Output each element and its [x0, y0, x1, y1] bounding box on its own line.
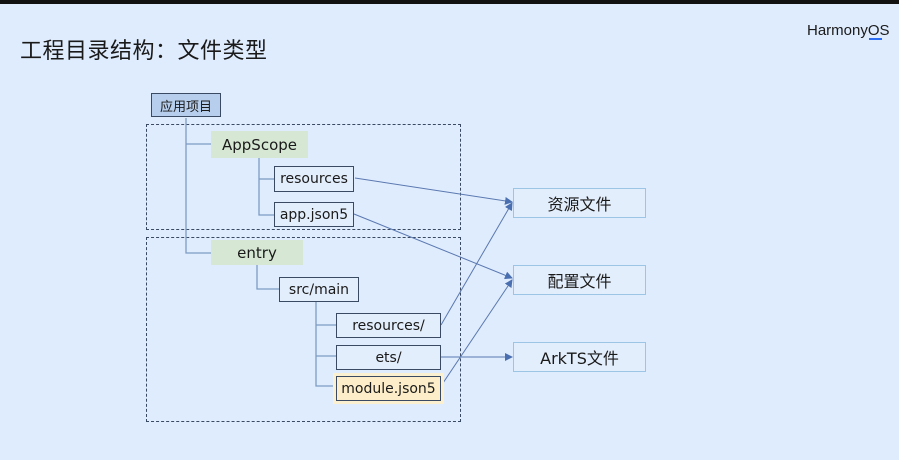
tree-line-root — [185, 118, 211, 254]
tree-line-entry — [256, 264, 280, 290]
root-node-app-project: 应用项目 — [151, 93, 221, 117]
target-config-files: 配置文件 — [513, 265, 646, 295]
slide-title: 工程目录结构：文件类型 — [20, 39, 268, 64]
arrow-resources-to-resource-files — [354, 177, 513, 205]
node-src-main: src/main — [279, 277, 359, 302]
harmonyos-logo: HarmonyOS — [807, 22, 890, 39]
arrow-appjson-to-config-files — [353, 213, 513, 280]
top-bar — [0, 0, 899, 4]
logo-os-text: OS — [867, 22, 890, 39]
entry-group-frame — [146, 237, 461, 422]
node-app-json5: app.json5 — [274, 202, 354, 227]
node-module-json5: module.json5 — [336, 376, 441, 401]
tree-line-src — [315, 301, 336, 387]
node-appscope-resources: resources — [274, 166, 354, 192]
node-entry-resources: resources/ — [336, 313, 441, 338]
target-resource-files: 资源文件 — [513, 188, 646, 218]
arrow-resources-dir-to-resource-files — [440, 202, 513, 326]
node-ets: ets/ — [336, 345, 441, 370]
appscope-group-frame — [146, 124, 461, 230]
arrow-modulejson-to-config-files — [440, 279, 513, 387]
node-appscope: AppScope — [211, 131, 308, 158]
tree-line-appscope — [258, 155, 275, 216]
node-entry: entry — [211, 240, 303, 265]
target-arkts-files: ArkTS文件 — [513, 342, 646, 372]
logo-main-text: Harmony — [807, 22, 868, 39]
